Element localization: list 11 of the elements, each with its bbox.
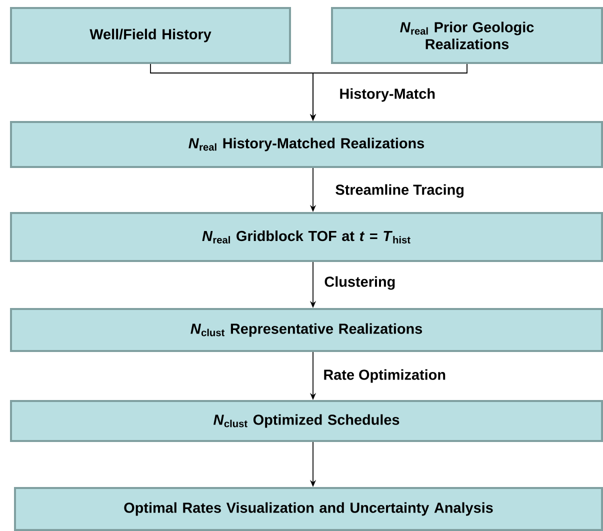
edge-label: Rate Optimization bbox=[322, 368, 447, 384]
process-box: Well/Field History bbox=[10, 7, 291, 64]
process-box: N$_{real}$ Gridblock TOF at t = T$_{hist}$ bbox=[10, 212, 603, 262]
edge-label: History-Match bbox=[338, 87, 437, 103]
edge-label: Streamline Tracing bbox=[334, 183, 466, 199]
process-box: N$_{real}$ Prior Geologic Realizations bbox=[331, 7, 603, 64]
process-box: N$_{real}$ History-Matched Realizations bbox=[10, 121, 603, 168]
edge-label: Clustering bbox=[323, 275, 397, 291]
process-box: N$_{clust}$ Representative Realizations bbox=[10, 308, 603, 352]
process-box: Optimal Rates Visualization and Uncertainty Analysis bbox=[14, 487, 603, 531]
process-box: N$_{clust}$ Optimized Schedules bbox=[10, 400, 603, 442]
